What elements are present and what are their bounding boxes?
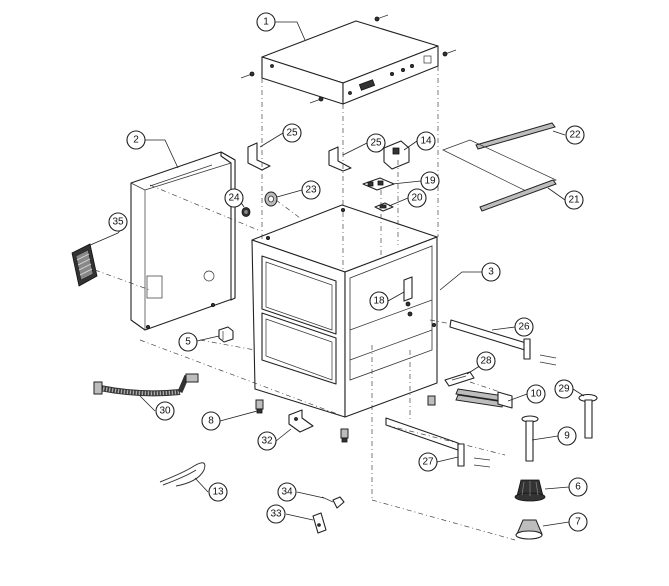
callout-28-label: 28 — [480, 356, 492, 367]
callout-14: 14 — [416, 131, 436, 151]
glass-panel — [442, 139, 557, 212]
callout-13: 13 — [208, 482, 228, 502]
callout-10-label: 10 — [530, 389, 542, 400]
callout-34: 34 — [277, 482, 297, 502]
bracket-right — [328, 146, 352, 172]
callout-28: 28 — [476, 351, 496, 371]
callout-35-label: 35 — [112, 217, 124, 228]
callout-24: 24 — [224, 188, 244, 208]
foot-front-left — [255, 399, 264, 414]
top-cover — [261, 20, 439, 105]
callout-5: 5 — [178, 332, 198, 352]
callout-9-label: 9 — [564, 431, 570, 442]
callout-34-label: 34 — [281, 487, 293, 498]
callout-13-label: 13 — [212, 487, 224, 498]
filter-grille — [71, 243, 98, 287]
callout-27-label: 27 — [422, 457, 434, 468]
callout-29: 29 — [554, 379, 574, 399]
callout-19: 19 — [420, 171, 440, 191]
power-cable — [159, 462, 206, 487]
terminal-block — [218, 326, 234, 343]
callout-8-label: 8 — [208, 416, 214, 427]
main-cabinet — [251, 204, 438, 418]
leveling-foot — [515, 519, 543, 540]
callout-19-label: 19 — [424, 176, 436, 187]
shaft-short — [521, 415, 539, 462]
callout-5-label: 5 — [185, 337, 191, 348]
callout-33-label: 33 — [270, 509, 282, 520]
foot-back — [427, 395, 436, 406]
grommet-small — [241, 207, 251, 217]
mounting-bracket — [288, 409, 314, 433]
callout-32-label: 32 — [261, 436, 273, 447]
latch — [321, 496, 345, 509]
alignment-lines — [94, 66, 516, 541]
callout-25-right-label: 25 — [370, 138, 382, 149]
callout-27: 27 — [418, 452, 438, 472]
callout-18-label: 18 — [373, 296, 385, 307]
callout-20-label: 20 — [411, 193, 423, 204]
callout-6-label: 6 — [575, 482, 581, 493]
callout-25-right: 25 — [366, 133, 386, 153]
callout-3: 3 — [481, 262, 501, 282]
heating-element — [455, 388, 513, 409]
callout-30-label: 30 — [159, 406, 171, 417]
callout-22-label: 22 — [569, 130, 581, 141]
callout-3-label: 3 — [488, 267, 494, 278]
callout-2: 2 — [126, 130, 146, 150]
side-panel — [130, 151, 236, 331]
foot-front-right — [340, 428, 349, 443]
callout-2-label: 2 — [133, 135, 139, 146]
knob — [514, 479, 546, 502]
callout-7: 7 — [568, 512, 588, 532]
callout-7-label: 7 — [575, 517, 581, 528]
callout-1: 1 — [256, 12, 276, 32]
callout-30: 30 — [155, 401, 175, 421]
callout-1-label: 1 — [263, 17, 269, 28]
callout-18: 18 — [369, 291, 389, 311]
callout-10: 10 — [526, 384, 546, 404]
callout-29-label: 29 — [558, 384, 570, 395]
switch-bracket — [362, 177, 395, 191]
inner-bracket — [403, 276, 413, 317]
callout-8: 8 — [201, 411, 221, 431]
callout-33: 33 — [266, 504, 286, 524]
support-rod — [449, 319, 557, 366]
callout-26-label: 26 — [518, 322, 530, 333]
callout-20: 20 — [407, 188, 427, 208]
top-cover-screws — [240, 14, 457, 104]
upper-rail — [475, 122, 556, 150]
callout-9: 9 — [557, 426, 577, 446]
callout-23: 23 — [301, 180, 321, 200]
callout-35: 35 — [108, 212, 128, 232]
callout-23-label: 23 — [305, 185, 317, 196]
callout-32: 32 — [257, 431, 277, 451]
callout-14-label: 14 — [420, 136, 432, 147]
callout-25-left-label: 25 — [286, 128, 298, 139]
slotted-plate — [444, 371, 475, 387]
callout-24-label: 24 — [228, 193, 240, 204]
small-plate — [374, 202, 394, 212]
callout-6: 6 — [568, 477, 588, 497]
callout-26: 26 — [514, 317, 534, 337]
flexible-hose — [93, 373, 199, 397]
callout-21-label: 21 — [568, 195, 580, 206]
bracket-left — [247, 142, 271, 171]
shaft-long — [578, 393, 598, 439]
callout-22: 22 — [565, 125, 585, 145]
control-module — [383, 140, 410, 170]
clip — [312, 512, 327, 534]
callout-21: 21 — [564, 190, 584, 210]
grommet-large — [264, 191, 278, 207]
callout-25-left: 25 — [282, 123, 302, 143]
base-rail — [385, 417, 491, 468]
